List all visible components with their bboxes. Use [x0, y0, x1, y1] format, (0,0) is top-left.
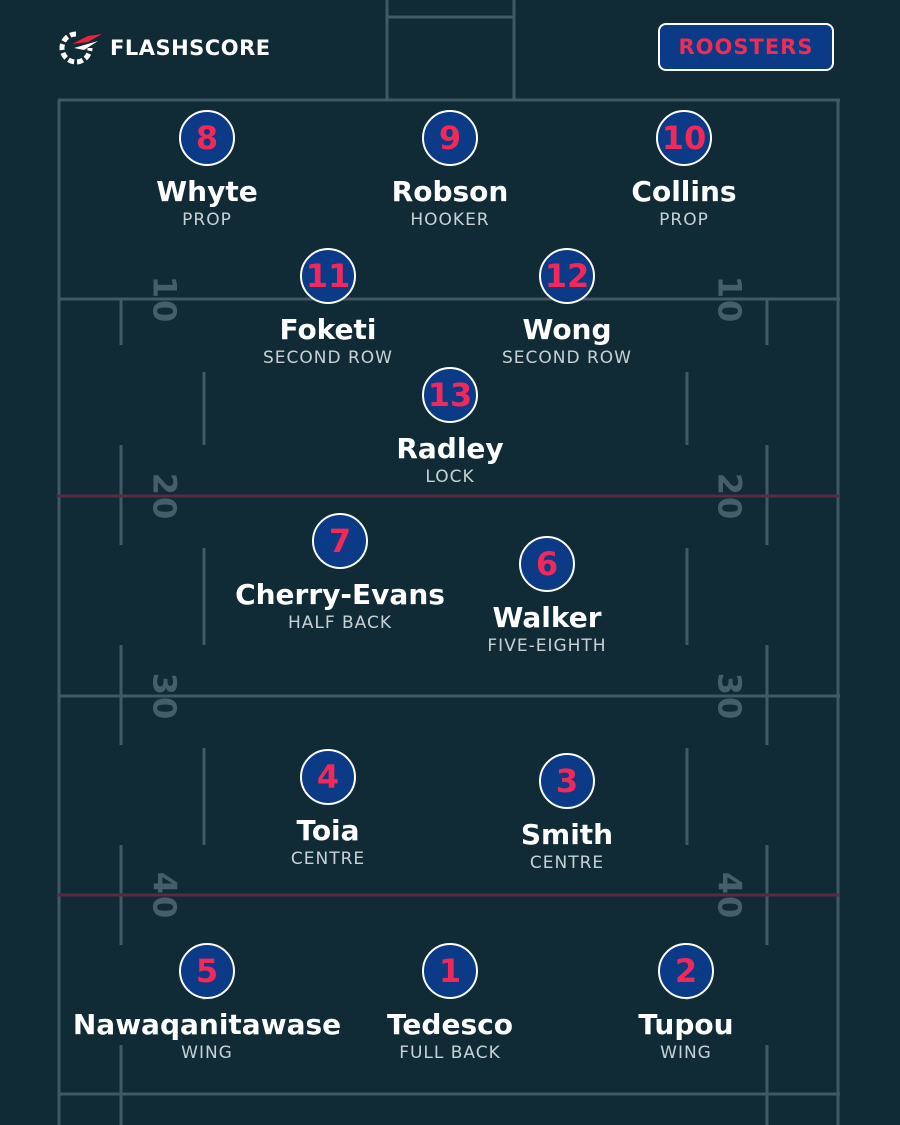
- yard-label-10-left: 10: [145, 275, 184, 325]
- yard-label-30-left: 30: [145, 672, 184, 722]
- jersey-number: 4: [300, 749, 356, 805]
- jersey-number: 3: [539, 753, 595, 809]
- player-name: Foketi: [279, 313, 377, 346]
- player-position: FIVE-EIGHTH: [487, 636, 607, 656]
- jersey-number: 11: [300, 248, 356, 304]
- player-position: FULL BACK: [399, 1043, 501, 1063]
- player-position: PROP: [659, 210, 709, 230]
- jersey-number: 7: [312, 513, 368, 569]
- player-card: 11 Foketi SECOND ROW: [188, 248, 468, 368]
- player-card: 13 Radley LOCK: [310, 367, 590, 487]
- yard-label-40-right: 40: [710, 871, 749, 921]
- player-position: HALF BACK: [287, 613, 393, 633]
- jersey-number: 10: [656, 110, 712, 166]
- player-name: Nawaqanitawase: [72, 1008, 342, 1041]
- player-name: Toia: [296, 814, 360, 847]
- jersey-number: 9: [422, 110, 478, 166]
- player-name: Radley: [396, 432, 504, 465]
- player-position: CENTRE: [529, 853, 605, 873]
- yard-label-20-left: 20: [145, 472, 184, 522]
- player-position: WING: [181, 1043, 233, 1063]
- player-name: Whyte: [156, 175, 258, 208]
- player-position: PROP: [182, 210, 232, 230]
- player-name: Cherry-Evans: [235, 578, 445, 611]
- player-position: SECOND ROW: [263, 348, 393, 368]
- yard-label-40-left: 40: [145, 871, 184, 921]
- player-card: 5 Nawaqanitawase WING: [67, 943, 347, 1063]
- player-name: Collins: [631, 175, 737, 208]
- player-position: LOCK: [425, 467, 475, 487]
- player-name: Tupou: [638, 1008, 734, 1041]
- player-name: Tedesco: [387, 1008, 513, 1041]
- yard-label-20-right: 20: [710, 472, 749, 522]
- jersey-number: 8: [179, 110, 235, 166]
- player-card: 8 Whyte PROP: [67, 110, 347, 230]
- flashscore-logo-icon: [59, 31, 102, 65]
- yard-label-30-right: 30: [710, 672, 749, 722]
- player-card: 1 Tedesco FULL BACK: [310, 943, 590, 1063]
- player-name: Smith: [520, 818, 614, 851]
- player-card: 7 Cherry-Evans HALF BACK: [200, 513, 480, 633]
- player-card: 9 Robson HOOKER: [310, 110, 590, 230]
- player-position: SECOND ROW: [502, 348, 632, 368]
- brand-logo: FLASHSCORE: [58, 30, 271, 66]
- player-card: 4 Toia CENTRE: [188, 749, 468, 869]
- jersey-number: 13: [422, 367, 478, 423]
- player-name: Wong: [522, 313, 612, 346]
- jersey-number: 6: [519, 536, 575, 592]
- jersey-number: 12: [539, 248, 595, 304]
- player-card: 6 Walker FIVE-EIGHTH: [407, 536, 687, 656]
- player-card: 12 Wong SECOND ROW: [427, 248, 707, 368]
- player-name: Walker: [492, 601, 602, 634]
- jersey-number: 1: [422, 943, 478, 999]
- player-card: 10 Collins PROP: [544, 110, 824, 230]
- team-badge: ROOSTERS: [658, 23, 834, 71]
- player-card: 2 Tupou WING: [546, 943, 826, 1063]
- brand-name: FLASHSCORE: [110, 36, 271, 60]
- player-position: WING: [660, 1043, 712, 1063]
- jersey-number: 2: [658, 943, 714, 999]
- yard-label-10-right: 10: [710, 275, 749, 325]
- player-position: CENTRE: [290, 849, 366, 869]
- player-position: HOOKER: [410, 210, 490, 230]
- jersey-number: 5: [179, 943, 235, 999]
- player-name: Robson: [391, 175, 509, 208]
- player-card: 3 Smith CENTRE: [427, 753, 707, 873]
